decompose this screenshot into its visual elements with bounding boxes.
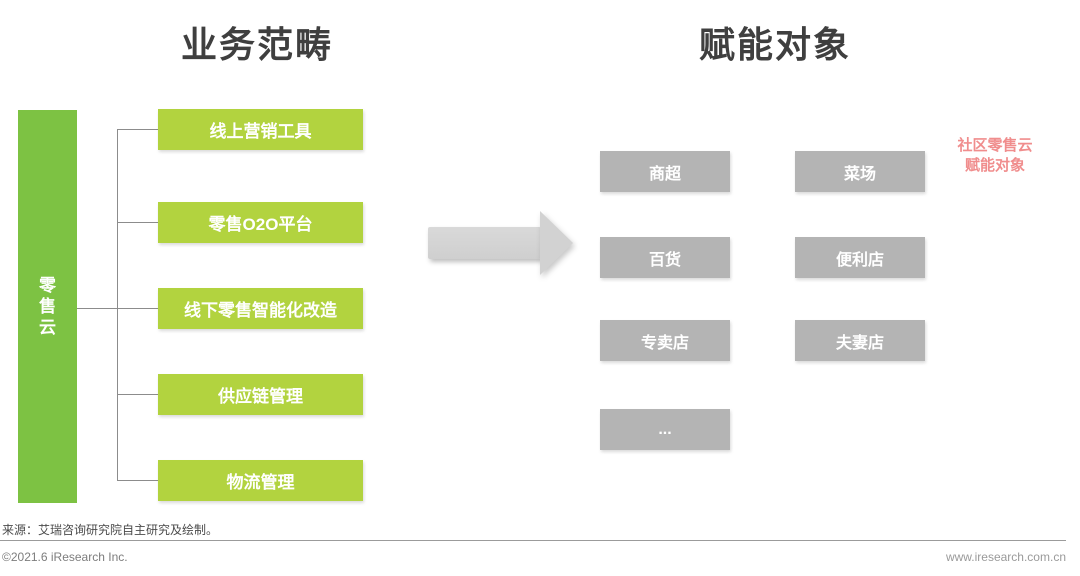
target-box-specialty-store: 专卖店 <box>600 320 730 361</box>
root-char-1: 零 <box>39 276 56 295</box>
arrow-right-head-icon <box>540 211 573 275</box>
target-box-ellipsis: ... <box>600 409 730 450</box>
target-box-supermarket: 商超 <box>600 151 730 192</box>
footer-divider <box>0 540 1066 541</box>
target-box-wet-market: 菜场 <box>795 151 925 192</box>
source-note: 来源：艾瑞咨询研究院自主研究及绘制。 <box>2 523 219 537</box>
annotation-line-2: 赋能对象 <box>964 157 1025 174</box>
business-box-online-marketing: 线上营销工具 <box>158 109 363 150</box>
connector-stub-1 <box>117 129 158 130</box>
website-label: www.iresearch.com.cn <box>945 550 1066 564</box>
retail-cloud-root-node: 零 售 云 <box>18 110 77 503</box>
business-box-o2o-platform: 零售O2O平台 <box>158 202 363 243</box>
connector-stub-2 <box>117 222 158 223</box>
arrow-right-icon <box>428 227 541 259</box>
target-box-department-store: 百货 <box>600 237 730 278</box>
empowerment-targets-title: 赋能对象 <box>698 24 851 65</box>
root-char-2: 售 <box>39 297 56 316</box>
connector-trunk <box>117 129 118 481</box>
connector-stub-4 <box>117 394 158 395</box>
business-box-logistics: 物流管理 <box>158 460 363 501</box>
community-retail-cloud-annotation: 社区零售云 赋能对象 <box>928 136 1062 176</box>
business-box-offline-smart: 线下零售智能化改造 <box>158 288 363 329</box>
connector-stub-5 <box>117 480 158 481</box>
root-char-3: 云 <box>39 318 56 337</box>
business-box-supply-chain: 供应链管理 <box>158 374 363 415</box>
target-box-mom-and-pop-store: 夫妻店 <box>795 320 925 361</box>
copyright-label: ©2021.6 iResearch Inc. <box>2 550 128 564</box>
business-scope-title: 业务范畴 <box>180 24 333 65</box>
target-box-convenience-store: 便利店 <box>795 237 925 278</box>
annotation-line-1: 社区零售云 <box>957 137 1033 154</box>
